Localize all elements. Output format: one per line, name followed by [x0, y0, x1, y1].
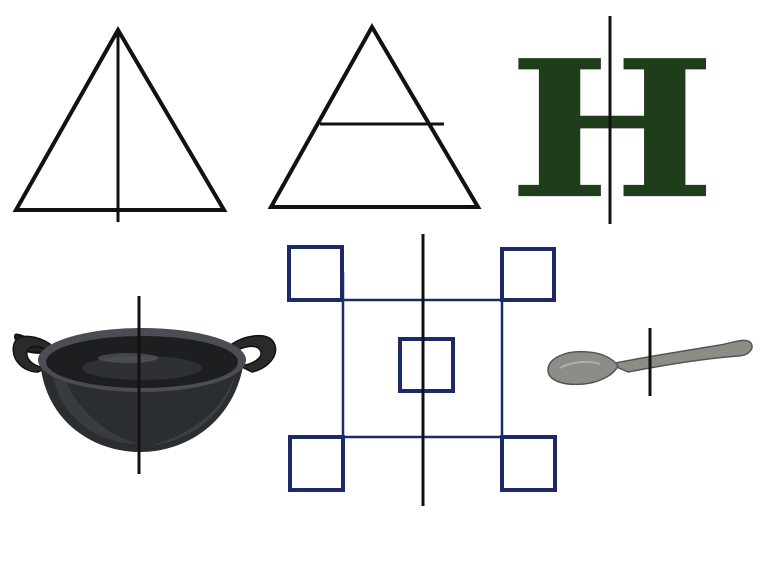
spoon-vertical-line-figure: [548, 328, 752, 396]
center-square: [400, 339, 453, 391]
corner-square-bottom-left: [290, 437, 343, 490]
spoon-bowl: [548, 352, 618, 385]
letter-h-vertical-line-figure: H: [508, 16, 716, 241]
corner-square-bottom-right: [502, 437, 555, 490]
spoon-handle: [610, 340, 752, 372]
kadai-pan-vertical-line-figure: [13, 296, 275, 474]
corner-square-top-left: [289, 247, 342, 300]
letter-h: H: [508, 19, 716, 241]
triangle-outline: [16, 30, 224, 210]
corner-square-top-right: [502, 249, 554, 300]
triangle-outline: [271, 27, 478, 207]
triangle-vertical-line-figure: [16, 30, 224, 222]
triangle-horizontal-line-figure: [271, 27, 478, 207]
square-pattern-vertical-line-figure: [289, 234, 555, 506]
